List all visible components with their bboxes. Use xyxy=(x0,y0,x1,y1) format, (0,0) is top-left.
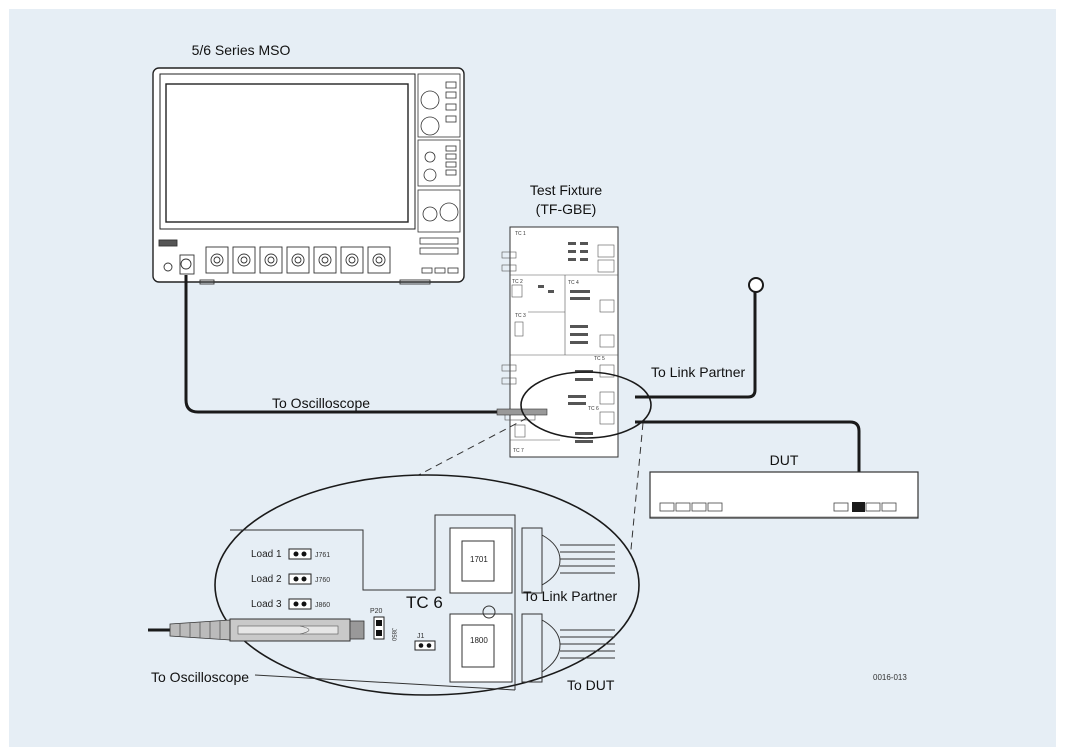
label-to-dut-zoom: To DUT xyxy=(567,677,615,693)
fixture-tc4-label: TC 4 xyxy=(568,280,579,286)
zoom-ellipse xyxy=(214,474,640,696)
tc6-callout-ellipse xyxy=(520,371,652,439)
dut-cable xyxy=(635,420,861,506)
fixture-title-line1: Test Fixture xyxy=(530,182,603,198)
load-2-jumper-id: J760 xyxy=(315,577,330,584)
oscilloscope: 5/6 Series MSO xyxy=(152,42,465,285)
scope-title: 5/6 Series MSO xyxy=(192,42,291,58)
load-3-label: Load 3 xyxy=(251,599,282,610)
dut-label: DUT xyxy=(770,452,799,468)
zoom-line-right xyxy=(629,422,644,561)
test-fixture: Test Fixture (TF-GBE) xyxy=(496,182,652,458)
dut-connected-port xyxy=(852,502,865,512)
load-2-jumper xyxy=(288,573,312,585)
dut-ports-left xyxy=(659,502,723,512)
load-2-label: Load 2 xyxy=(251,574,282,585)
dut-ports-right xyxy=(833,502,897,512)
scope-aux-area xyxy=(158,239,431,285)
p20-label: P20 xyxy=(370,608,383,615)
tc6-zoom-view: 1701 1800 Load 1 J761 Load 2 J760 Load 3… xyxy=(148,474,640,696)
label-to-oscilloscope-bottom: To Oscilloscope xyxy=(151,669,249,685)
fixture-tc6-label: TC 6 xyxy=(588,406,599,412)
scope-screen xyxy=(165,83,409,223)
label-to-link-partner-zoom: To Link Partner xyxy=(523,588,617,604)
link-partner-cable xyxy=(635,292,757,399)
scope-control-panel xyxy=(417,73,461,274)
fixture-tc2-label: TC 2 xyxy=(512,279,523,285)
load-1-jumper xyxy=(288,548,312,560)
fixture-sections xyxy=(501,244,618,441)
label-to-link-partner-top: To Link Partner xyxy=(651,364,745,380)
connector-1701 xyxy=(449,527,615,594)
dut-device: DUT xyxy=(649,452,919,519)
j1-jumper xyxy=(414,640,436,651)
label-to-oscilloscope-top: To Oscilloscope xyxy=(272,395,370,411)
dut-body xyxy=(649,471,919,519)
connector-1800-label: 1800 xyxy=(470,636,488,645)
link-partner-terminal xyxy=(748,277,764,293)
figure-id: 0016-013 xyxy=(873,673,907,682)
j1-label: J1 xyxy=(417,633,425,640)
fixture-title-line2: (TF-GBE) xyxy=(536,201,597,217)
zoom-line-left xyxy=(313,417,528,531)
load-1-label: Load 1 xyxy=(251,549,282,560)
fixture-board xyxy=(509,226,619,458)
load-1-jumper-id: J761 xyxy=(315,552,330,559)
fixture-tc5-label: TC 5 xyxy=(594,356,605,362)
fixture-tc1-label: TC 1 xyxy=(515,231,526,237)
connector-1800 xyxy=(449,605,615,683)
scope-channel-inputs xyxy=(205,246,391,274)
fixture-tc7-label: TC 7 xyxy=(513,448,524,454)
scope-cable xyxy=(184,275,500,414)
connector-1701-label: 1701 xyxy=(470,555,488,564)
p20-header xyxy=(373,616,385,640)
zoom-board-outline xyxy=(230,514,516,691)
load-3-jumper xyxy=(288,598,312,610)
fixture-tc3-label: TC 3 xyxy=(515,313,526,319)
zoom-tc6-label: TC 6 xyxy=(406,593,443,612)
j850-label: J850 xyxy=(390,628,396,642)
load-3-jumper-id: J860 xyxy=(315,602,330,609)
zoom-probe xyxy=(148,618,365,642)
